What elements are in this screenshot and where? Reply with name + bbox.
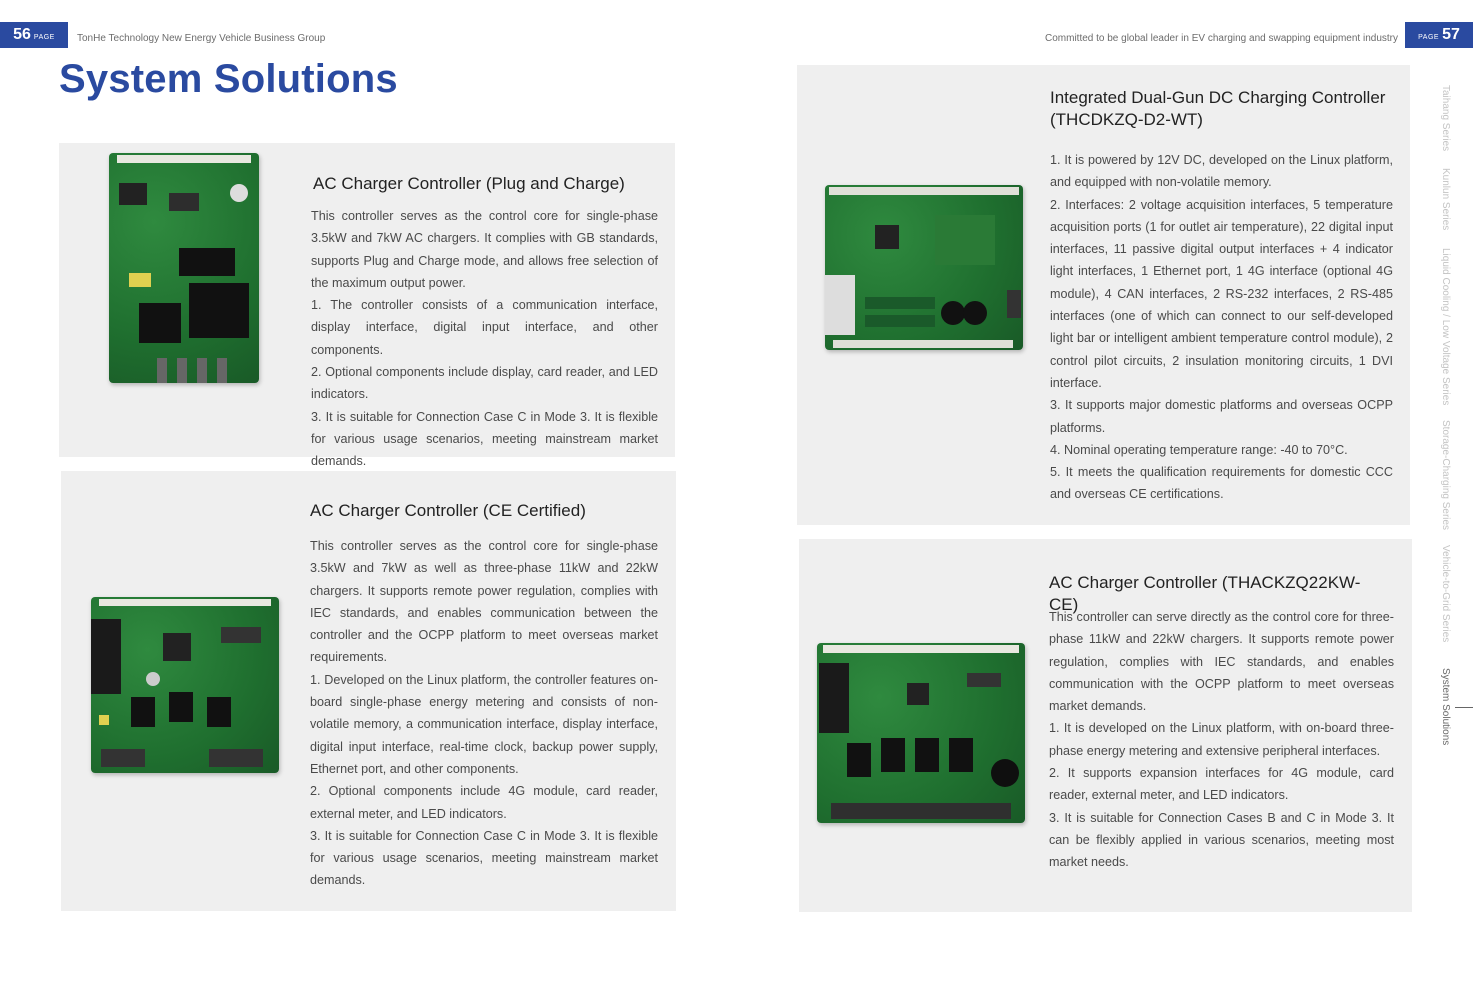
product-card-dual-gun-dc: Integrated Dual-Gun DC Charging Controll… — [797, 65, 1410, 525]
product-paragraph: 1. It is developed on the Linux platform… — [1049, 721, 1394, 758]
product-paragraph: 2. Optional components include 4G module… — [310, 784, 658, 821]
product-paragraph: 1. It is powered by 12V DC, developed on… — [1050, 153, 1393, 190]
product-description: This controller can serve directly as th… — [1049, 606, 1394, 874]
product-description: 1. It is powered by 12V DC, developed on… — [1050, 149, 1393, 506]
product-paragraph: 4. Nominal operating temperature range: … — [1050, 442, 1348, 457]
product-paragraph: This controller serves as the control co… — [310, 539, 658, 665]
side-nav-item-kunlun[interactable]: Kunlun Series — [1440, 168, 1451, 231]
right-page-number-badge: PAGE 57 — [1405, 22, 1473, 48]
product-paragraph: 3. It is suitable for Connection Cases B… — [1049, 810, 1394, 870]
product-photo-pcb — [817, 643, 1025, 823]
product-card-plug-and-charge: AC Charger Controller (Plug and Charge) … — [59, 143, 675, 468]
right-page-number: 57 — [1442, 26, 1460, 43]
right-running-title: Committed to be global leader in EV char… — [1045, 33, 1398, 44]
side-nav-active-marker — [1455, 707, 1473, 708]
product-paragraph: 1. Developed on the Linux platform, the … — [310, 672, 658, 776]
side-nav-item-v2g[interactable]: Vehicle-to-Grid Series — [1440, 545, 1451, 643]
page-title: System Solutions — [59, 57, 398, 101]
product-paragraph: 3. It is suitable for Connection Case C … — [310, 828, 658, 888]
product-paragraph: 3. It is suitable for Connection Case C … — [311, 409, 658, 469]
product-title: AC Charger Controller (Plug and Charge) — [313, 174, 625, 193]
product-description: This controller serves as the control co… — [310, 535, 658, 892]
product-paragraph: 2. It supports expansion interfaces for … — [1049, 766, 1394, 803]
product-card-ce-certified: AC Charger Controller (CE Certified) Thi… — [61, 471, 676, 911]
product-paragraph: This controller can serve directly as th… — [1049, 610, 1394, 714]
product-title: AC Charger Controller (THACKZQ22KW-CE) — [1049, 573, 1361, 614]
side-nav-item-storage-charging[interactable]: Storage-Charging Series — [1440, 420, 1451, 531]
product-title: Integrated Dual-Gun DC Charging Controll… — [1050, 88, 1386, 129]
side-nav-item-system-solutions[interactable]: System Solutions — [1440, 668, 1451, 746]
product-photo-pcb — [91, 597, 279, 773]
series-side-nav: Taihang Series Kunlun Series Liquid Cool… — [1431, 85, 1473, 765]
side-nav-item-liquid-cooling[interactable]: Liquid Cooling / Low Voltage Series — [1440, 248, 1451, 406]
product-description: This controller serves as the control co… — [311, 205, 658, 473]
left-page-label: PAGE — [33, 34, 55, 41]
product-paragraph: This controller serves as the control co… — [311, 209, 658, 290]
left-page-number: 56 — [13, 26, 31, 43]
left-running-title: TonHe Technology New Energy Vehicle Busi… — [77, 33, 326, 44]
product-paragraph: 3. It supports major domestic platforms … — [1050, 398, 1393, 435]
left-page-number-badge: 56 PAGE — [0, 22, 68, 48]
product-paragraph: 2. Optional components include display, … — [311, 365, 658, 402]
product-photo-pcb — [109, 153, 259, 383]
product-paragraph: 1. The controller consists of a communic… — [311, 298, 658, 357]
side-nav-item-taihang[interactable]: Taihang Series — [1440, 85, 1451, 152]
right-page-label: PAGE — [1418, 34, 1440, 41]
product-photo-pcb — [825, 185, 1023, 350]
product-card-thackzq22kw-ce: AC Charger Controller (THACKZQ22KW-CE) T… — [799, 539, 1412, 912]
product-paragraph: 5. It meets the qualification requiremen… — [1050, 465, 1393, 502]
product-paragraph: 2. Interfaces: 2 voltage acquisition int… — [1050, 197, 1393, 390]
product-title: AC Charger Controller (CE Certified) — [310, 501, 586, 520]
